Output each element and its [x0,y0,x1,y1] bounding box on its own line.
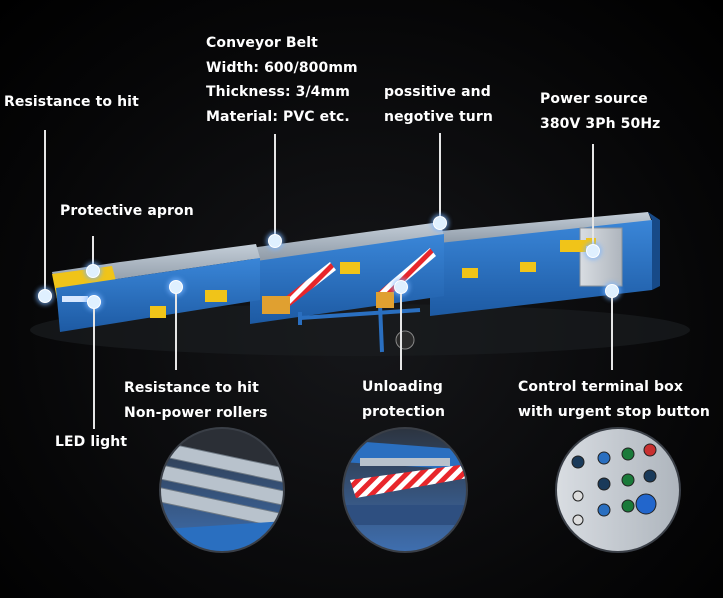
rollers-line-2: Non-power rollers [124,404,268,421]
control-box-line-2: with urgent stop button [518,403,710,420]
apron-hotspot [86,264,100,278]
resistance-label: Resistance to hit [4,94,139,110]
callout-resistance-to-hit: Resistance to hit [4,90,139,115]
unloading-hotspot [394,280,408,294]
power-cabinet [579,227,623,287]
front-section [52,244,260,332]
resistance-hotspot [38,289,52,303]
resistance-leader-line [44,130,46,294]
inset-unloading [342,427,468,553]
led-leader-line [93,309,95,429]
rollers-leader-line [175,294,177,370]
power-spec: 380V 3Ph 50Hz [540,115,661,132]
middle-section [250,222,444,324]
belt-width: Width: 600/800mm [206,59,358,76]
led-hotspot [87,295,101,309]
turn-line-2: negotive turn [384,108,493,125]
callout-non-power-rollers: Resistance to hit Non-power rollers [124,376,268,425]
callout-unloading-protection: Unloading protection [362,375,445,424]
belt-title: Conveyor Belt [206,35,318,51]
callout-control-box: Control terminal box with urgent stop bu… [518,375,710,424]
control-box-line-1: Control terminal box [518,379,683,395]
rollers-line-1: Resistance to hit [124,380,259,396]
belt-thickness: Thickness: 3/4mm [206,84,350,100]
unloading-leader-line [400,294,402,370]
belt-material: Material: PVC etc. [206,108,350,125]
inset-control-box [555,427,681,553]
floor-shadow [30,304,690,356]
belt-leader-line [274,134,276,240]
turn-leader-line [439,133,441,221]
unloading-line-2: protection [362,403,446,420]
turn-line-1: possitive and [384,84,491,100]
callout-protective-apron: Protective apron [60,199,194,224]
power-hotspot [586,244,600,258]
callout-power-source: Power source 380V 3Ph 50Hz [540,87,660,136]
apron-leader-line [92,236,94,268]
rollers-hotspot [169,280,183,294]
caster-wheel [395,330,415,350]
turn-hotspot [433,216,447,230]
rear-section [430,212,660,316]
power-title: Power source [540,91,648,107]
inset-rollers [159,427,285,553]
unloading-line-1: Unloading [362,379,443,395]
callout-led-light: LED light [55,430,127,455]
control-box-hotspot [605,284,619,298]
callout-conveyor-belt: Conveyor Belt Width: 600/800mm Thickness… [206,31,358,129]
apron-label: Protective apron [60,203,194,219]
led-label: LED light [55,434,128,450]
control-box-leader-line [611,298,613,370]
callout-turn: possitive and negotive turn [384,80,493,129]
belt-hotspot [268,234,282,248]
power-leader-line [592,144,594,248]
